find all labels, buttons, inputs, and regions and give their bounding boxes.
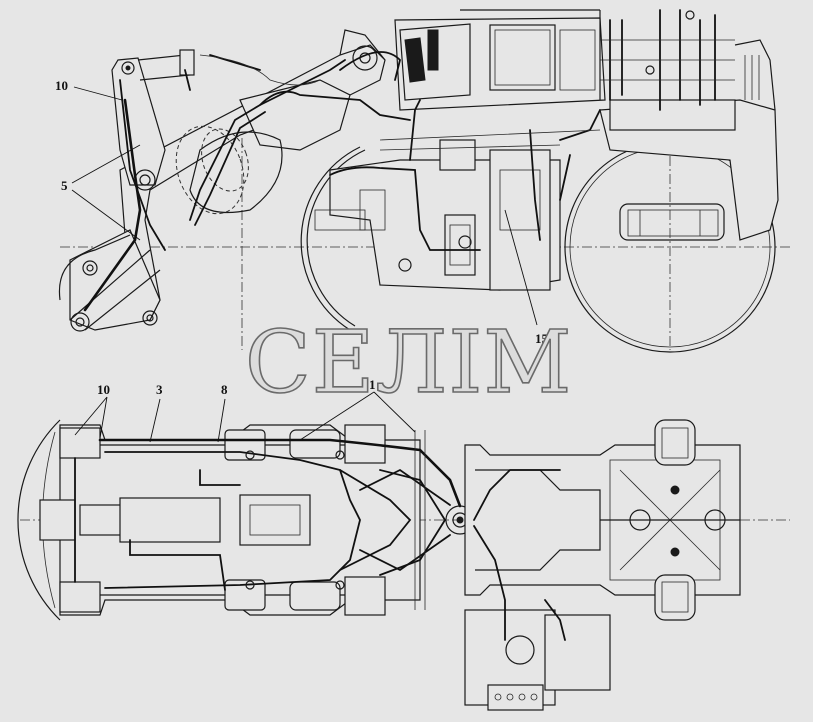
watermark: СЕЛIМ <box>245 313 572 413</box>
callout-top-8: 8 <box>217 382 228 443</box>
operator-cab <box>394 9 606 111</box>
callout-side-15: 15 <box>504 209 549 346</box>
front-wheel-icon <box>300 146 366 331</box>
svg-text:15: 15 <box>535 331 549 346</box>
svg-text:8: 8 <box>221 382 228 397</box>
rear-wheel-top-icon <box>629 419 726 621</box>
callout-side-5: 5 <box>61 144 141 241</box>
svg-text:10: 10 <box>97 382 110 397</box>
svg-text:10: 10 <box>55 78 68 93</box>
pin-joint-icon <box>70 45 378 332</box>
svg-text:5: 5 <box>61 178 68 193</box>
callout-top-10: 10 <box>74 382 110 439</box>
top-view <box>17 419 790 711</box>
callout-top-3: 3 <box>149 382 163 443</box>
svg-text:1: 1 <box>369 377 376 392</box>
side-view <box>58 9 790 353</box>
callout-top-1: 1 <box>299 377 416 441</box>
svg-text:3: 3 <box>156 382 163 397</box>
callout-side-10: 10 <box>55 78 123 101</box>
cylinder-icon <box>224 424 386 616</box>
